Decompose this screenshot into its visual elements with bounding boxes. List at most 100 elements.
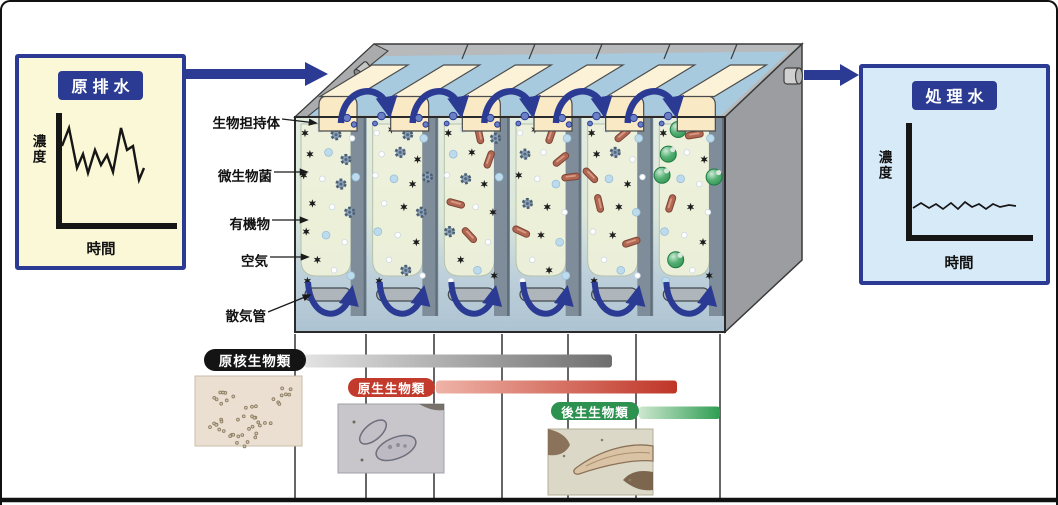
air-bubble-icon	[389, 174, 399, 184]
tank-front-outline	[294, 116, 726, 333]
label-air: 空気	[241, 254, 268, 270]
organic-particle-icon	[686, 202, 695, 212]
influent-title: 原排水	[58, 71, 143, 100]
rod-bacterium-icon	[561, 172, 581, 182]
metazoan-range-bar	[639, 406, 720, 419]
air-bubble-icon	[696, 180, 703, 188]
air-bubble-icon	[534, 175, 541, 182]
water-flow-arrows	[305, 88, 718, 317]
label-biofilm-carrier: 生物担持体	[212, 116, 281, 132]
air-bubble-icon	[689, 267, 696, 274]
air-bubble-icon	[529, 256, 536, 263]
air-bubble-icon	[561, 209, 568, 216]
air-bubble-icon	[540, 149, 547, 156]
air-bubble-icon	[373, 129, 380, 137]
air-bubble-icon	[631, 207, 641, 217]
air-bubble-icon	[600, 256, 608, 263]
air-bubble-icon	[324, 148, 333, 157]
air-bubble-icon	[639, 173, 646, 181]
metazoan-pill: 後生生物類	[551, 402, 639, 420]
effluent-x-axis-label: 時間	[944, 256, 974, 272]
influent-trend-line	[60, 123, 146, 185]
effluent-graph	[906, 123, 1033, 241]
organic-particle-icon	[609, 230, 617, 240]
tank-compartments	[295, 117, 726, 332]
air-bubble-icon	[419, 272, 426, 279]
influent-flow-arrow	[185, 62, 328, 86]
organic-particle-icon	[444, 128, 452, 138]
air-bubble-icon	[394, 231, 401, 239]
air-bubble-icon	[604, 174, 614, 184]
organic-particle-icon	[468, 148, 476, 157]
influent-box: 原排水 濃度 時間	[15, 54, 186, 270]
air-bubble-icon	[555, 237, 564, 247]
air-bubble-icon	[472, 203, 479, 211]
air-bubble-icon	[372, 172, 379, 179]
air-bubble-icon	[660, 227, 669, 236]
organic-particle-icon	[705, 271, 713, 280]
air-bubble-icon	[551, 179, 561, 189]
air-bubble-icon	[704, 209, 712, 216]
tank-top-seams	[461, 43, 738, 60]
organic-particle-icon	[306, 150, 314, 159]
protist-pill: 原生生物類	[348, 378, 435, 397]
rod-bacterium-icon	[622, 236, 641, 248]
rod-bacterium-icon	[594, 194, 605, 213]
air-bubble-icon	[473, 266, 482, 275]
organic-particle-icon	[412, 238, 420, 247]
rod-bacterium-icon	[684, 130, 704, 140]
organic-particle-icon	[457, 255, 465, 264]
air-bubble-icon	[616, 266, 626, 275]
air-bubble-icon	[380, 200, 388, 207]
air-bubble-icon	[443, 172, 451, 179]
air-bubble-icon	[319, 175, 326, 182]
air-bubble-icon	[348, 135, 356, 142]
organic-particle-icon	[313, 255, 321, 264]
organic-particle-icon	[413, 155, 422, 164]
organic-particle-icon	[408, 179, 417, 189]
effluent-flow-arrow	[804, 64, 859, 86]
metazoan-micrograph	[547, 428, 654, 496]
biofilm-carrier-slabs	[317, 64, 769, 132]
air-bubble-icon	[681, 231, 688, 239]
rod-bacterium-icon	[483, 150, 495, 169]
organic-particle-icon	[615, 202, 623, 212]
air-bubble-icon	[329, 203, 336, 211]
air-bubble-icon	[341, 238, 348, 246]
rod-bacterium-icon	[582, 167, 599, 184]
organic-particle-icon	[545, 266, 553, 275]
organic-particle-icon	[375, 276, 383, 286]
tank-organisms	[300, 121, 723, 286]
effluent-box: 処理水 濃度 時間	[859, 64, 1050, 285]
organic-particle-icon	[588, 128, 596, 138]
rod-bacterium-icon	[665, 194, 677, 213]
organic-particle-icon	[308, 199, 316, 208]
rod-bacterium-icon	[446, 198, 466, 209]
organic-particle-icon	[400, 202, 408, 212]
air-bubble-icon	[683, 149, 691, 156]
air-bubble-icon	[629, 156, 636, 163]
air-bubble-icon	[484, 238, 492, 246]
protist-micrograph	[337, 403, 445, 474]
air-bubble-icon	[634, 134, 644, 143]
organic-particle-icon	[489, 208, 497, 217]
organic-particle-icon	[592, 150, 601, 159]
air-bubble-icon	[346, 271, 356, 280]
rod-bacterium-icon	[461, 227, 478, 244]
prokaryote-pill: 原核生物類	[204, 349, 306, 371]
influent-axes	[56, 113, 177, 229]
organic-particle-icon	[302, 227, 310, 236]
label-organic-matter: 有機物	[229, 217, 271, 233]
air-bubble-icon	[634, 272, 641, 279]
organic-particle-icon	[515, 171, 523, 180]
air-bubble-icon	[516, 129, 524, 137]
air-bubble-icon	[378, 150, 385, 158]
air-bubble-icon	[562, 134, 572, 143]
air-bubble-icon	[351, 172, 361, 182]
effluent-trend-line	[912, 200, 1017, 211]
air-bubble-icon	[706, 134, 715, 143]
rod-bacterium-icon	[512, 225, 531, 238]
influent-x-axis-label: 時間	[86, 242, 116, 258]
